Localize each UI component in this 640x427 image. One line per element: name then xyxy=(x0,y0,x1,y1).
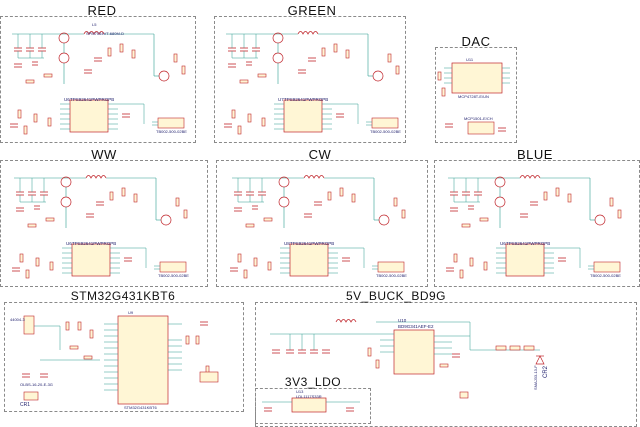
cw-connector-label: TB002-500-02BE xyxy=(376,273,407,278)
dac-schematic xyxy=(437,62,510,135)
blue-connector-label: TB002-500-02BE xyxy=(590,273,621,278)
red-driver-part: TPS92641PWPROPB xyxy=(70,97,115,102)
stm32-crystal-ref: CR1 xyxy=(20,402,31,408)
sheet-title-green: GREEN xyxy=(287,3,337,18)
sheet-title-buck: 5V_BUCK_BD9G xyxy=(345,289,447,303)
ww-connector-label: TB002-500-02BE xyxy=(158,273,189,278)
green-driver-ref: U7 xyxy=(278,97,284,102)
dac-ic-ref: U11 xyxy=(466,57,474,62)
green-connector-label: TB002-500-02BE xyxy=(370,129,401,134)
ww-driver-part: TPS92641PWPROPB xyxy=(72,241,117,246)
sheet-title-dac: DAC xyxy=(461,34,491,49)
cw-driver-ref: U8 xyxy=(284,241,290,246)
blue-driver-schematic xyxy=(445,175,622,279)
cw-driver-part: TPS92641PWPROPB xyxy=(290,241,335,246)
dac-ic-part: MCP4728T-E/UN xyxy=(458,94,489,99)
blue-driver-ref: U6 xyxy=(500,241,506,246)
buck-ic-part: BD9G341AEF-E2 xyxy=(398,324,434,329)
sheet-title-ldo: 3V3_LDO xyxy=(284,375,342,389)
sheet-title-blue: BLUE xyxy=(517,147,553,162)
buck-schematic xyxy=(270,319,545,399)
sheet-ww-border xyxy=(0,160,208,287)
green-driver-schematic xyxy=(223,31,400,135)
sheet-title-red: RED xyxy=(87,3,117,18)
sheet-cw-border xyxy=(216,160,428,287)
buck-ic-ref: U10 xyxy=(398,318,407,323)
buck-diode-part: SMAJ33-13-F xyxy=(533,365,538,390)
red-connector-label: TB002-500-02BE xyxy=(156,129,187,134)
sheet-title-ww: WW xyxy=(91,147,117,162)
sheet-dac-border xyxy=(435,47,517,143)
cw-driver-schematic xyxy=(229,175,406,279)
ldo-ic-part: LDL1117S33R xyxy=(296,394,322,399)
sheet-green-border xyxy=(214,16,406,143)
sheet-title-cw: CW xyxy=(308,147,332,162)
ww-driver-schematic xyxy=(11,175,188,279)
stm32-osc-part: OLBS-16-20-E-3G xyxy=(20,382,53,387)
stm32-ic-ref: U9 xyxy=(128,310,134,315)
dac-ref-part: MCP1501-E/CH xyxy=(464,116,493,121)
sheet-ldo-border xyxy=(255,388,371,424)
red-inductor-ref: L5 xyxy=(92,22,97,27)
buck-diode-ref: CR2 xyxy=(543,365,549,378)
ww-driver-ref: U6 xyxy=(66,241,72,246)
blue-driver-part: TPS92641PWPROPB xyxy=(506,241,551,246)
sheet-stm32-border xyxy=(4,302,244,412)
green-driver-part: TPS92641PWPROPB xyxy=(284,97,329,102)
stm32-header-part: 44004-3 xyxy=(10,317,25,322)
ldo-schematic xyxy=(262,397,360,413)
stm32-schematic xyxy=(22,315,219,405)
ldo-ic-ref: U13 xyxy=(296,389,304,394)
red-inductor-part: SPM7054VT-680M-D xyxy=(86,31,125,36)
sheet-red-border xyxy=(0,16,196,143)
stm32-ic-part: STM32G431KBT6 xyxy=(124,405,157,410)
red-driver-schematic xyxy=(9,31,186,135)
red-driver-ref: U6 xyxy=(64,97,70,102)
sheet-title-stm32: STM32G431KBT6 xyxy=(70,289,176,303)
